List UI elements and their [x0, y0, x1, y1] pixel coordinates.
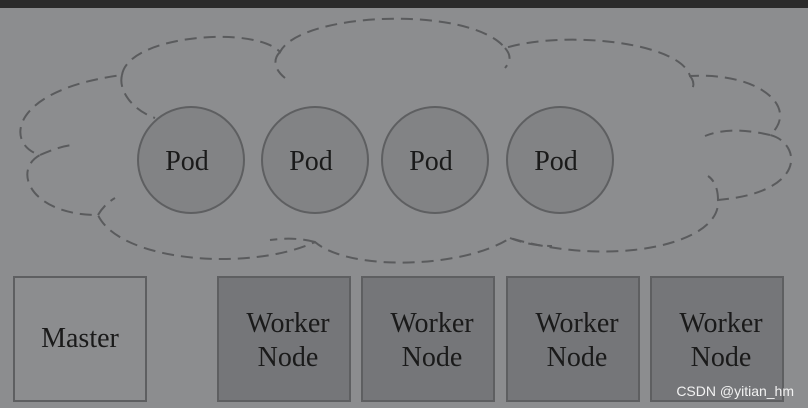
pod-label: Pod — [165, 146, 209, 177]
pod-label: Pod — [289, 146, 333, 177]
pod-circle — [137, 106, 245, 214]
pods-group: Pod Pod Pod Pod — [137, 106, 614, 214]
pod-label: Pod — [534, 146, 578, 177]
worker-node-box — [217, 276, 351, 402]
worker-node-label-line1: Worker — [390, 308, 474, 339]
pod-circle — [381, 106, 489, 214]
worker-node-label-line1: Worker — [679, 308, 763, 339]
pod-label: Pod — [409, 146, 453, 177]
pod-circle — [261, 106, 369, 214]
cloud-outline — [19, 17, 793, 264]
worker-node-label-line1: Worker — [535, 308, 619, 339]
worker-node-label-line2: Node — [402, 342, 463, 373]
worker-node-label-line2: Node — [691, 342, 752, 373]
worker-node-label-line1: Worker — [246, 308, 330, 339]
worker-node-box — [361, 276, 495, 402]
worker-node-label-line2: Node — [547, 342, 608, 373]
worker-node-label-line2: Node — [258, 342, 319, 373]
master-node-label: Master — [41, 323, 119, 354]
watermark: CSDN @yitian_hm — [676, 383, 794, 399]
worker-node-box — [650, 276, 784, 402]
master-node-box — [13, 276, 147, 402]
pod-circle — [506, 106, 614, 214]
worker-node-box — [506, 276, 640, 402]
